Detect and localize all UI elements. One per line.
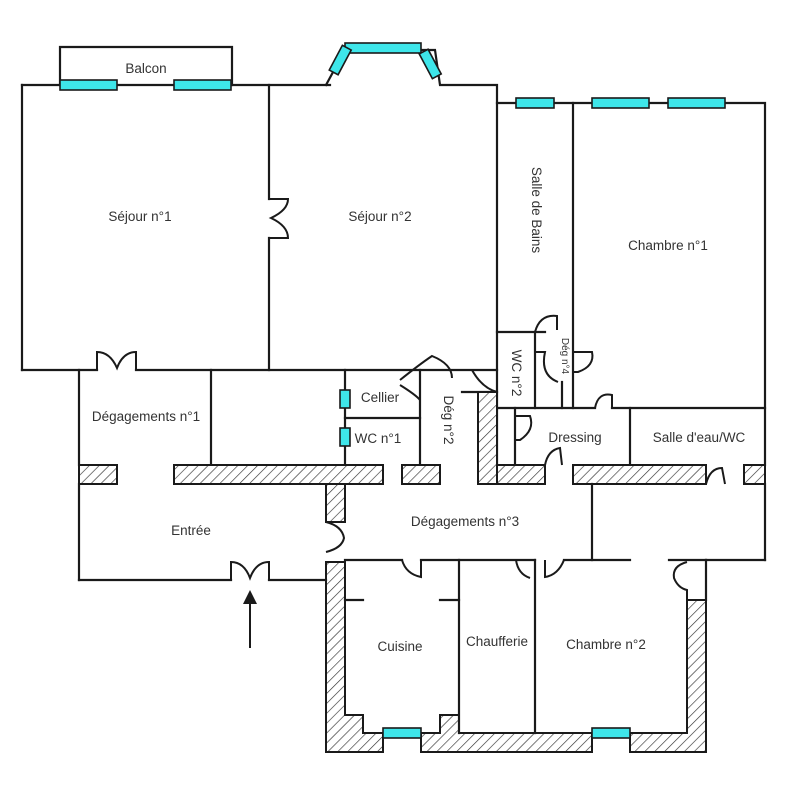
label-chambre-1: Chambre n°1 (628, 238, 708, 253)
label-dressing: Dressing (548, 430, 601, 445)
window (59, 79, 118, 91)
entrance-arrow-icon (243, 590, 257, 648)
windows-top (59, 42, 726, 109)
interior-walls-upper (20, 83, 767, 467)
window (328, 44, 353, 76)
window (667, 97, 726, 109)
label-wc-1: WC n°1 (355, 431, 402, 446)
window (339, 389, 351, 409)
label-salle-deau-wc: Salle d'eau/WC (653, 430, 746, 445)
label-cuisine: Cuisine (377, 639, 422, 654)
label-balcon: Balcon (125, 61, 166, 76)
balcony (58, 45, 234, 87)
label-sejour-2: Séjour n°2 (348, 209, 411, 224)
window (418, 48, 443, 80)
room-labels: Balcon Séjour n°1 Séjour n°2 Salle de Ba… (92, 61, 746, 654)
label-sejour-1: Séjour n°1 (108, 209, 171, 224)
window (591, 97, 650, 109)
door (705, 466, 726, 485)
window (382, 727, 422, 739)
label-chaufferie: Chaufferie (466, 634, 528, 649)
label-entree: Entrée (171, 523, 211, 538)
label-chambre-2: Chambre n°2 (566, 637, 646, 652)
interior-walls-lower (77, 482, 767, 735)
window (339, 427, 351, 447)
windows-bottom (382, 727, 631, 739)
window (173, 79, 232, 91)
load-bearing-walls (78, 391, 766, 753)
label-wc-2: WC n°2 (509, 350, 524, 397)
windows-cellier-wc (339, 389, 351, 447)
label-deg-4: Dég n°4 (559, 338, 570, 375)
window (344, 42, 422, 54)
label-deg-2: Dég n°2 (441, 396, 456, 445)
label-degagements-1: Dégagements n°1 (92, 409, 200, 424)
label-salle-de-bains: Salle de Bains (529, 167, 544, 254)
window (591, 727, 631, 739)
label-degagements-3: Dégagements n°3 (411, 514, 519, 529)
window (515, 97, 555, 109)
label-cellier: Cellier (361, 390, 400, 405)
